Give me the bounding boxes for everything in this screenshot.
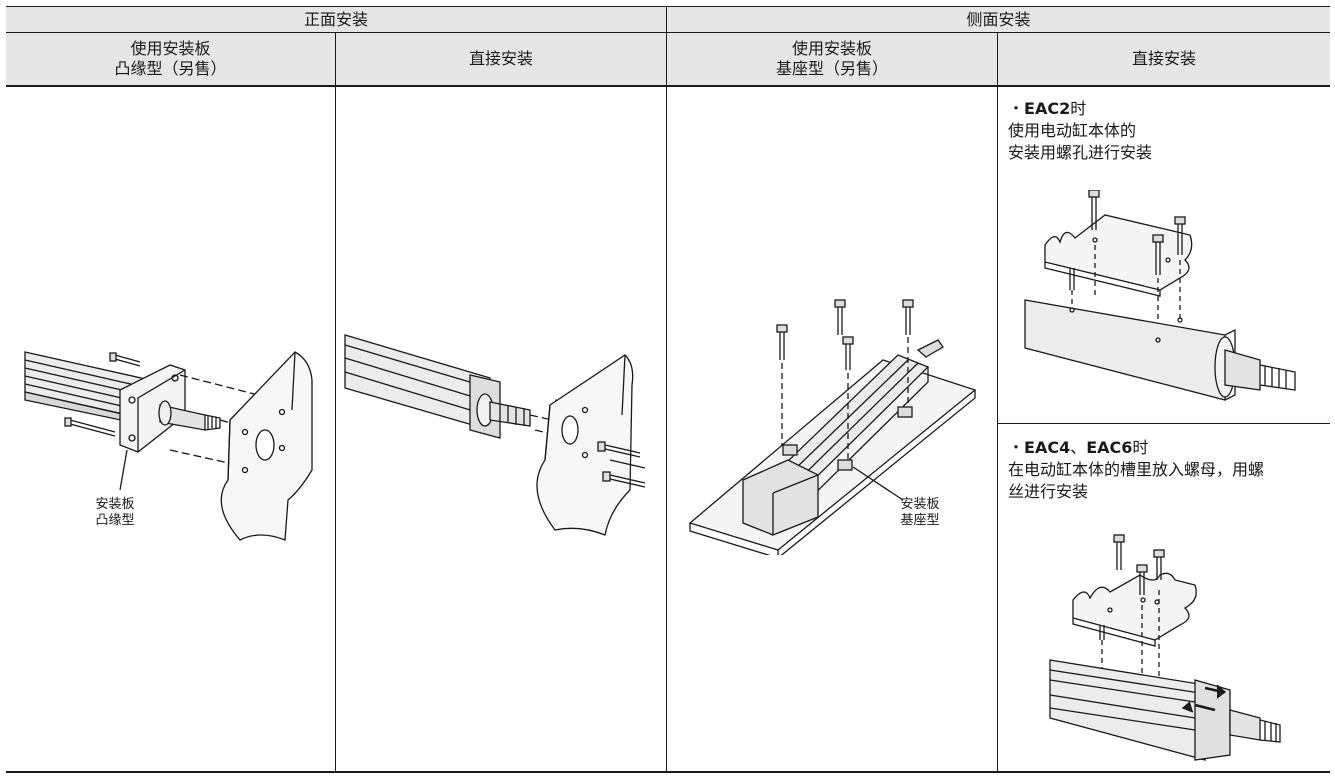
eac2-note: ・EAC2时 使用电动缸本体的 安装用螺孔进行安装 (1008, 98, 1323, 164)
foot-mount-illustration (688, 299, 977, 555)
header-col4-text: 直接安装 (1131, 49, 1196, 68)
eac2-note-line3: 安装用螺孔进行安装 (1008, 143, 1153, 162)
eac46-model2: EAC6 (1086, 438, 1133, 457)
eac46-note-line1: ・EAC4、EAC6时 (1008, 437, 1323, 459)
header-row-2-bg (6, 33, 1330, 85)
table-top-rule (6, 6, 1330, 7)
col-divider-1 (335, 33, 336, 771)
eac2-model: EAC2 (1024, 99, 1071, 118)
eac46-note-line3: 丝进行安装 (1008, 482, 1089, 501)
eac2-mount-illustration (1024, 190, 1296, 401)
foot-label-line2: 基座型 (900, 513, 940, 528)
table-bottom-rule (6, 771, 1330, 773)
header-col1-line1: 使用安装板 (130, 39, 211, 58)
header-side-mount-text: 侧面安装 (966, 9, 1031, 29)
foot-plate-label: 安装板 基座型 (895, 497, 945, 529)
eac46-sep: 、 (1070, 438, 1087, 457)
header-divider-rule (6, 32, 1330, 33)
header-col3-line1: 使用安装板 (791, 39, 872, 58)
eac46-note: ・EAC4、EAC6时 在电动缸本体的槽里放入螺母，用螺 丝进行安装 (1008, 437, 1323, 503)
eac46-bullet: ・ (1008, 438, 1025, 457)
flange-mount-illustration (24, 351, 313, 541)
header-col1: 使用安装板 凸缘型（另售） (6, 33, 335, 85)
eac46-mount-illustration (1049, 534, 1281, 761)
eac46-model1: EAC4 (1024, 438, 1071, 457)
header-front-mount: 正面安装 (6, 7, 666, 32)
flange-label-line1: 安装板 (95, 497, 135, 512)
header-front-mount-text: 正面安装 (303, 9, 368, 29)
header-row-1-bg (6, 7, 1330, 32)
header-col3-line2: 基座型（另售） (775, 59, 888, 78)
eac2-suffix: 时 (1070, 99, 1087, 118)
eac-divider-rule (997, 423, 1330, 424)
header-col2-text: 直接安装 (468, 49, 533, 68)
header-col2: 直接安装 (336, 33, 666, 85)
flange-label-line2: 凸缘型 (95, 513, 135, 528)
eac46-note-line2: 在电动缸本体的槽里放入螺母，用螺 (1008, 460, 1265, 479)
eac46-suffix: 时 (1132, 438, 1149, 457)
eac2-bullet: ・ (1008, 99, 1025, 118)
col-divider-center (666, 7, 667, 771)
foot-label-line1: 安装板 (900, 497, 940, 512)
header-col1-line2: 凸缘型（另售） (114, 59, 227, 78)
col-divider-3 (997, 33, 998, 771)
header-side-mount: 侧面安装 (667, 7, 1330, 32)
eac2-note-line2: 使用电动缸本体的 (1008, 121, 1137, 140)
header-col3: 使用安装板 基座型（另售） (667, 33, 997, 85)
header-bottom-rule (6, 85, 1330, 87)
eac2-note-line1: ・EAC2时 (1008, 98, 1323, 120)
direct-front-mount-illustration (344, 334, 646, 536)
flange-plate-label: 安装板 凸缘型 (90, 497, 140, 529)
header-col4: 直接安装 (998, 33, 1330, 85)
